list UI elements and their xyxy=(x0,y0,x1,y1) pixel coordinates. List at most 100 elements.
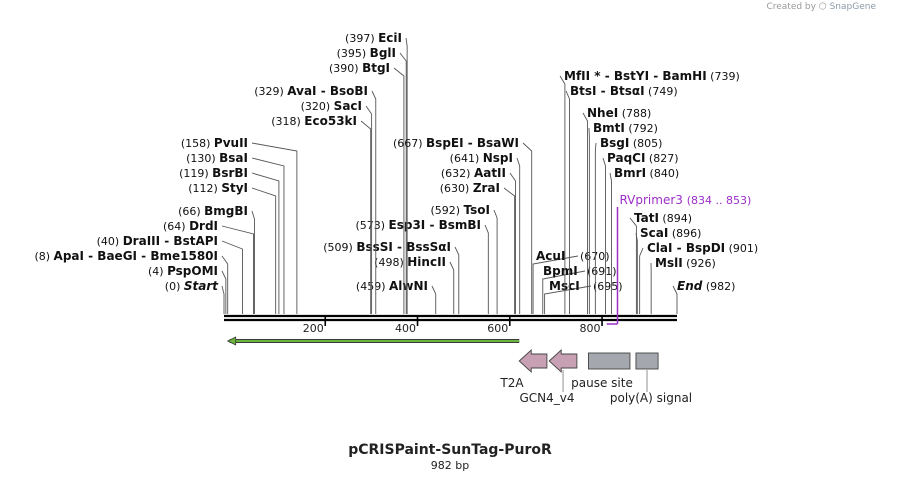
site-position: (64) xyxy=(163,220,189,233)
site-label: BmrI (840) xyxy=(614,166,679,180)
site-ecii[interactable]: (397) EciI xyxy=(345,31,408,314)
site-position: (158) xyxy=(181,137,214,150)
site-nspi[interactable]: (641) NspI xyxy=(450,151,521,314)
site-msli[interactable]: MslI (926) xyxy=(650,256,716,314)
site-label: (112) StyI xyxy=(188,181,248,195)
site-bmgbi[interactable]: (66) BmgBI xyxy=(178,204,255,314)
tick-label-800: 800 xyxy=(580,322,601,335)
primer-label: RVprimer3 (834 .. 853) xyxy=(619,193,751,207)
feature-t2a[interactable]: T2A xyxy=(499,348,548,390)
site-eco53ki[interactable]: (318) Eco53kI xyxy=(271,114,372,314)
site-position: (498) xyxy=(374,256,407,269)
site-pspomi[interactable]: (4) PspOMI xyxy=(148,264,227,314)
site-position: (130) xyxy=(186,152,219,165)
feature-poly-a-signal[interactable]: poly(A) signal xyxy=(610,352,692,405)
site-leader-line xyxy=(582,112,588,314)
site-name: ScaI xyxy=(640,226,668,240)
site-tsoi[interactable]: (592) TsoI xyxy=(430,203,498,314)
site-scai[interactable]: ScaI (896) xyxy=(635,226,701,314)
feature-box xyxy=(587,352,631,370)
site-leader-line xyxy=(221,270,227,314)
site-bsgi[interactable]: BsgI (805) xyxy=(594,136,662,314)
site-bsai[interactable]: (130) BsaI xyxy=(186,151,285,314)
tick-label-400: 400 xyxy=(395,322,416,335)
site-pvuii[interactable]: (158) PvuII xyxy=(181,136,298,314)
site-name: Eco53kI xyxy=(304,114,357,128)
site-alwni[interactable]: (459) AlwNI xyxy=(356,279,437,314)
site-label: (573) Esp3I - BsmBI xyxy=(355,218,481,232)
restriction-sites[interactable]: (0) Start(4) PspOMI(8) ApaI - BaeGI - Bm… xyxy=(34,31,758,314)
site-label: (64) DrdI xyxy=(163,219,218,233)
site-msci[interactable]: MscI(695) xyxy=(544,279,623,314)
site-label: (509) BssSI - BssSαI xyxy=(323,240,451,254)
site-position: (119) xyxy=(179,167,212,180)
site-zrai[interactable]: (630) ZraI xyxy=(440,181,516,314)
site-position: (329) xyxy=(254,85,287,98)
site-bsssi-bsss-i[interactable]: (509) BssSI - BssSαI xyxy=(323,240,460,314)
site-label: (641) NspI xyxy=(450,151,513,165)
site-name: BmgBI xyxy=(204,204,248,218)
site-position: (592) xyxy=(430,204,463,217)
site-name: PvuII xyxy=(214,136,248,150)
site-btgi[interactable]: (390) BtgI xyxy=(329,61,405,314)
site-bpmi[interactable]: BpmI(691) xyxy=(542,264,617,314)
site-position: (667) xyxy=(393,137,426,150)
primer-range: (834 .. 853) xyxy=(687,194,752,207)
site-name: AatII xyxy=(474,166,506,180)
site-leader-line xyxy=(221,285,225,314)
site-label: (592) TsoI xyxy=(430,203,490,217)
site-position: (982) xyxy=(702,280,735,293)
site-bsrbi[interactable]: (119) BsrBI xyxy=(179,166,280,314)
feature-pause-site[interactable]: pause site xyxy=(571,352,633,390)
site-paqci[interactable]: PaqCI (827) xyxy=(602,151,679,314)
orf-arrow[interactable] xyxy=(226,336,520,346)
site-leader-line xyxy=(371,90,377,314)
site-name: BmrI xyxy=(614,166,646,180)
site-name: NheI xyxy=(587,106,618,120)
site-label: (40) DraIII - BstAPI xyxy=(97,234,218,248)
site-end[interactable]: End (982) xyxy=(672,279,735,314)
site-leader-line xyxy=(221,225,254,314)
site-leader-line xyxy=(532,255,579,314)
site-leader-line xyxy=(251,157,285,314)
site-nhei[interactable]: NheI (788) xyxy=(582,106,651,314)
site-bgli[interactable]: (395) BglI xyxy=(337,46,407,314)
site-bspei-bsawi[interactable]: (667) BspEI - BsaWI xyxy=(393,136,533,314)
site-leader-line xyxy=(221,240,243,314)
site-bmti[interactable]: BmtI (792) xyxy=(588,121,658,314)
site-draiii-bstapi[interactable]: (40) DraIII - BstAPI xyxy=(97,234,243,314)
site-avai-bsobi[interactable]: (329) AvaI - BsoBI xyxy=(254,84,377,314)
site-clai-bspdi[interactable]: ClaI - BspDI (901) xyxy=(639,241,759,314)
site-hincii[interactable]: (498) HincII xyxy=(374,255,455,314)
site-tati[interactable]: TatI (894) xyxy=(629,211,692,314)
site-label: BmtI (792) xyxy=(593,121,658,135)
site-label: (498) HincII xyxy=(374,255,446,269)
site-apai-baegi-bme1580i[interactable]: (8) ApaI - BaeGI - Bme1580I xyxy=(34,249,229,314)
site-position: (395) xyxy=(337,47,370,60)
site-saci[interactable]: (320) SacI xyxy=(301,99,373,314)
tick-label-600: 600 xyxy=(487,322,508,335)
site-leader-line xyxy=(565,90,570,314)
site-name: SacI xyxy=(334,99,362,113)
site-label: PaqCI (827) xyxy=(607,151,679,165)
site-leader-line xyxy=(522,142,533,314)
site-aatii[interactable]: (632) AatII xyxy=(441,166,516,314)
site-leader-line xyxy=(639,247,644,314)
site-bmri[interactable]: BmrI (840) xyxy=(609,166,679,314)
site-position: (40) xyxy=(97,235,123,248)
site-name: BsaI xyxy=(219,151,248,165)
site-btsi-bts-i[interactable]: BtsI - BtsαI (749) xyxy=(565,84,678,314)
site-label: (158) PvuII xyxy=(181,136,248,150)
site-styi[interactable]: (112) StyI xyxy=(188,181,277,314)
feature-box xyxy=(635,352,659,370)
site-leader-line xyxy=(602,157,606,314)
site-drdi[interactable]: (64) DrdI xyxy=(163,219,254,314)
site-start[interactable]: (0) Start xyxy=(165,279,225,314)
primer-annotation[interactable]: RVprimer3 (834 .. 853) xyxy=(606,193,752,325)
feature-gcn4-v4[interactable]: GCN4_v4 xyxy=(519,348,578,405)
site-position: (397) xyxy=(345,32,378,45)
site-mfii-bstyi-bamhi[interactable]: MfII * - BstYI - BamHI (739) xyxy=(559,69,740,314)
site-label: AcuI(670) xyxy=(536,249,610,263)
